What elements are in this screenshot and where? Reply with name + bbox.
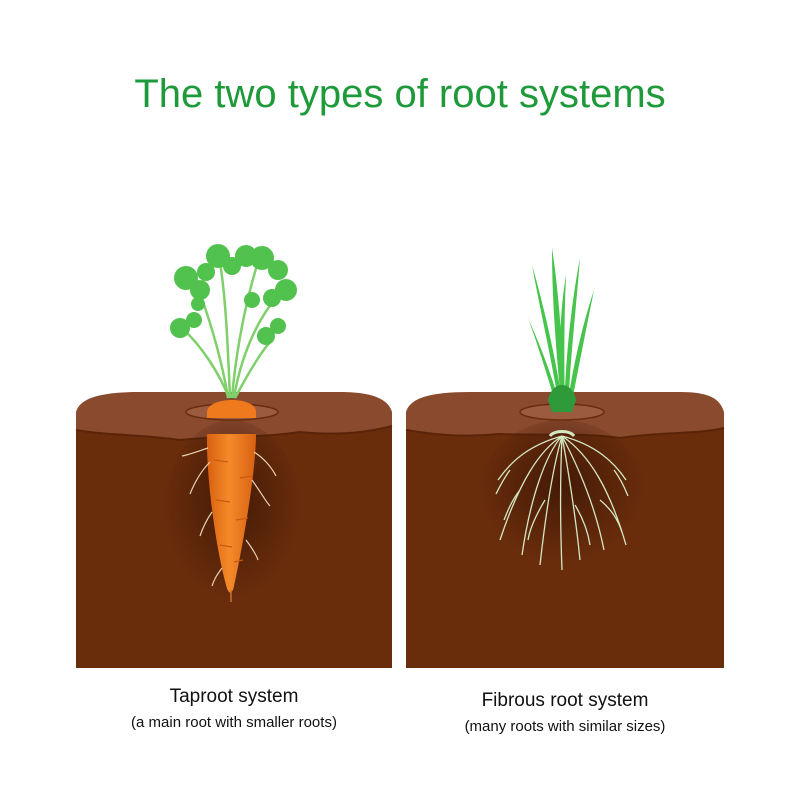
taproot-caption: Taproot system (a main root with smaller… — [76, 686, 392, 731]
fibrous-panel — [405, 248, 725, 668]
taproot-description: (a main root with smaller roots) — [131, 714, 337, 731]
taproot-label: Taproot system — [169, 686, 299, 707]
carrot-foliage — [170, 244, 297, 345]
fibrous-description: (many roots with similar sizes) — [464, 718, 666, 735]
root-collar — [548, 430, 576, 438]
taproot-panel — [75, 244, 393, 668]
fibrous-caption: Fibrous root system (many roots with sim… — [406, 690, 724, 735]
carrot-crown — [207, 400, 256, 418]
grass-blades — [528, 248, 594, 412]
carrot-taproot — [206, 434, 256, 593]
carrot-ridges — [213, 459, 253, 563]
root-shadow-right — [477, 420, 647, 580]
page-title: The two types of root systems — [134, 72, 666, 116]
carrot-lateral-roots — [181, 447, 277, 587]
fibrous-label: Fibrous root system — [481, 690, 649, 711]
fibrous-roots — [495, 435, 629, 571]
grass-base — [548, 385, 576, 412]
